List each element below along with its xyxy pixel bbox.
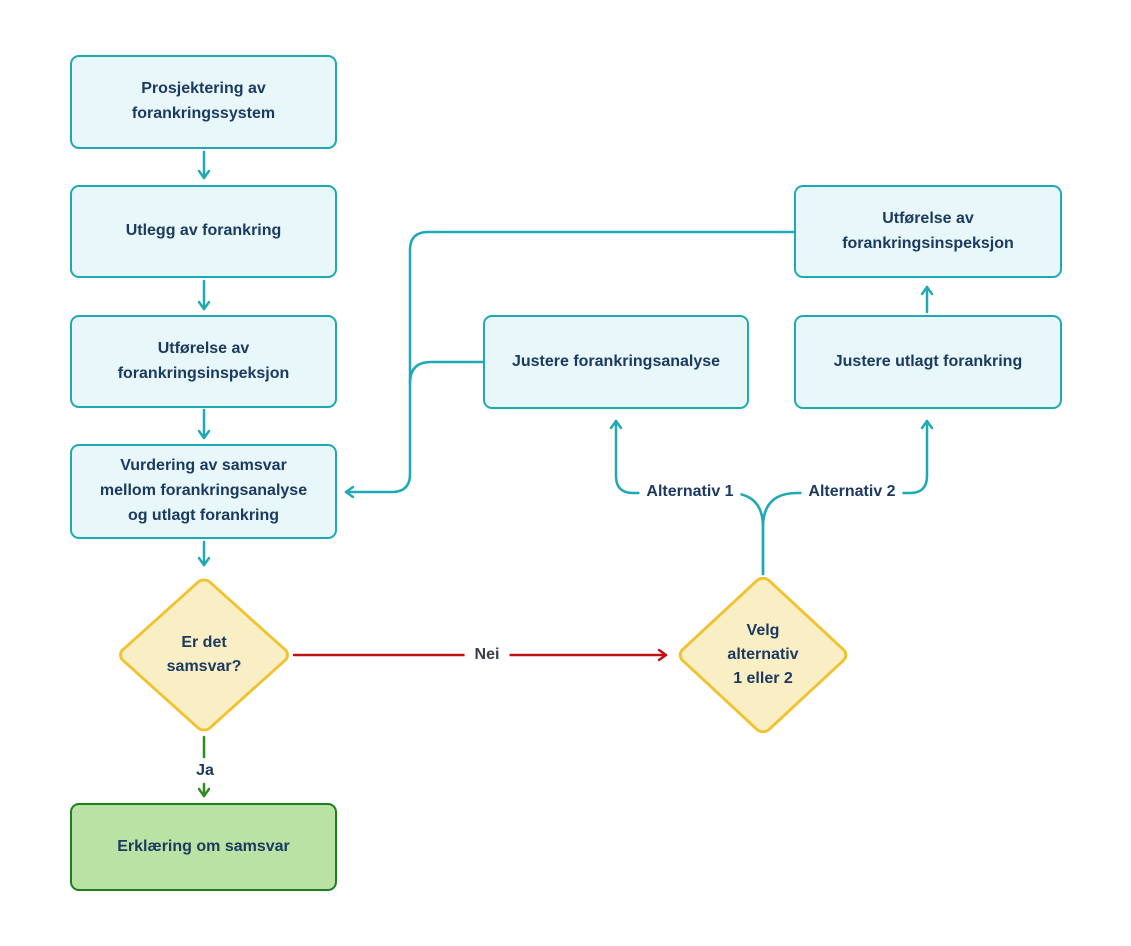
- edge-label-ja: Ja: [196, 762, 214, 779]
- node-vurdering-label: Vurdering av samsvar mellom forankringsa…: [99, 457, 308, 524]
- node-utforelse-left-label: Utførelse av forankringsinspeksjon: [117, 339, 290, 382]
- node-erklaering-label: Erklæring om samsvar: [117, 837, 290, 855]
- edge-label-nei: Nei: [464, 646, 510, 664]
- edge-justereanalyse-merge: [408, 360, 485, 385]
- node-erklaering: Erklæring om samsvar: [70, 803, 337, 891]
- node-justere-forankring: Justere utlagt forankring: [794, 315, 1062, 409]
- node-er-det-samsvar: Er det samsvar?: [114, 574, 294, 736]
- node-prosjektering-label: Prosjektering av forankringssystem: [131, 80, 276, 122]
- node-prosjektering: Prosjektering av forankringssystem: [70, 55, 337, 149]
- node-utlegg: Utlegg av forankring: [70, 185, 337, 278]
- node-justere-analyse-label: Justere forankringsanalyse: [511, 352, 721, 370]
- node-justere-analyse: Justere forankringsanalyse: [483, 315, 749, 409]
- edge-inspeksjon-vurdering-feedback: [344, 230, 796, 499]
- edge-label-alternativ-1: Alternativ 1: [639, 483, 741, 501]
- node-er-det-samsvar-label: Er det samsvar?: [166, 634, 242, 675]
- node-velg-alternativ-label: Velg alternativ 1 eller 2: [727, 622, 799, 687]
- node-utforelse-left: Utførelse av forankringsinspeksjon: [70, 315, 337, 408]
- node-utforelse-right-label: Utførelse av forankringsinspeksjon: [842, 209, 1014, 252]
- node-utforelse-right: Utførelse av forankringsinspeksjon: [794, 185, 1062, 278]
- edge-label-alternativ-2: Alternativ 2: [801, 483, 903, 501]
- node-vurdering: Vurdering av samsvar mellom forankringsa…: [70, 444, 337, 539]
- node-velg-alternativ: Velg alternativ 1 eller 2: [674, 572, 852, 738]
- node-justere-forankring-label: Justere utlagt forankring: [833, 352, 1023, 370]
- node-utlegg-label: Utlegg av forankring: [125, 222, 282, 240]
